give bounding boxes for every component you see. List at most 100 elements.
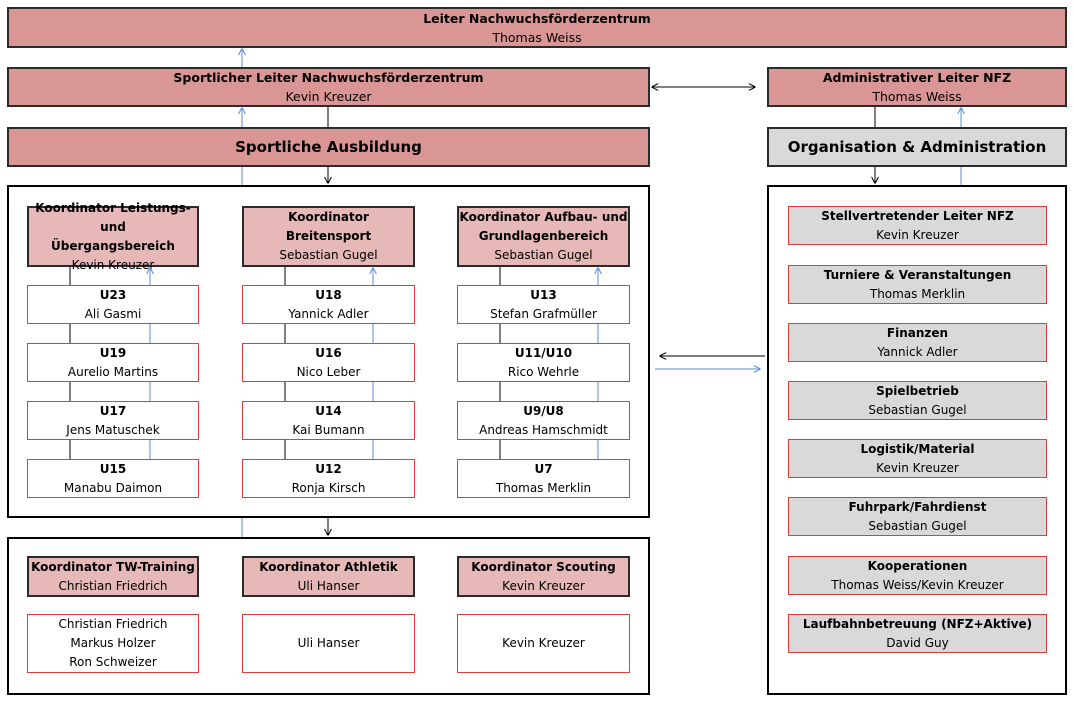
member-name: Kevin Kreuzer xyxy=(502,636,585,650)
coordinator-tw-box: Koordinator TW-Training Christian Friedr… xyxy=(27,556,199,597)
sportlicher-leiter-name: Kevin Kreuzer xyxy=(285,89,372,104)
coordinator-title-line: Koordinator Aufbau- und xyxy=(459,210,628,224)
member-name: Christian Friedrich xyxy=(58,617,168,631)
team-coach: Nico Leber xyxy=(296,364,361,379)
admin-leiter-title: Administrativer Leiter NFZ xyxy=(822,70,1012,85)
member-name: Ron Schweizer xyxy=(69,655,157,669)
organisation-label: Organisation & Administration xyxy=(787,137,1047,156)
admin-item-title: Turniere & Veranstaltungen xyxy=(823,267,1012,282)
coordinator-title-line: Koordinator Scouting xyxy=(471,559,616,574)
coordinator-athletik-box: Koordinator Athletik Uli Hanser xyxy=(242,556,415,597)
leiter-nfz-name: Thomas Weiss xyxy=(492,29,582,45)
admin-leiter-box: Administrativer Leiter NFZ Thomas Weiss xyxy=(767,67,1067,107)
team-coach: Jens Matuschek xyxy=(66,422,160,437)
coordinator-title-line: Übergangsbereich xyxy=(51,238,175,253)
team-box: U23 Ali Gasmi xyxy=(27,285,199,324)
team-box: U17 Jens Matuschek xyxy=(27,401,199,440)
admin-item-name: Thomas Merklin xyxy=(869,286,966,301)
organisation-header: Organisation & Administration xyxy=(767,127,1067,167)
coordinator-title-line: Breitensport xyxy=(285,229,372,243)
team-coach: Yannick Adler xyxy=(288,306,369,321)
admin-item-name: Sebastian Gugel xyxy=(868,518,967,533)
admin-leiter-name: Thomas Weiss xyxy=(872,89,962,104)
coordinator-name: Kevin Kreuzer xyxy=(71,257,155,272)
team-box: U7 Thomas Merklin xyxy=(457,459,630,498)
team-label: U11/U10 xyxy=(514,345,573,360)
admin-item-name: Kevin Kreuzer xyxy=(876,460,959,475)
team-coach: Andreas Hamschmidt xyxy=(479,422,608,437)
team-coach: Ronja Kirsch xyxy=(291,480,366,495)
admin-item-title: Logistik/Material xyxy=(860,441,975,456)
coordinator-title-line: Koordinator xyxy=(288,210,369,224)
team-box: U13 Stefan Grafmüller xyxy=(457,285,630,324)
admin-item: Finanzen Yannick Adler xyxy=(788,323,1047,362)
coordinator-name: Christian Friedrich xyxy=(58,578,168,593)
coordinator-breitensport-box: Koordinator Breitensport Sebastian Gugel xyxy=(242,206,415,267)
team-box: U14 Kai Bumann xyxy=(242,401,415,440)
member-name: Markus Holzer xyxy=(70,636,156,650)
team-box: U19 Aurelio Martins xyxy=(27,343,199,382)
coordinator-title-line: Grundlagenbereich xyxy=(478,229,609,243)
team-coach: Stefan Grafmüller xyxy=(490,306,597,321)
leiter-nfz-box: Leiter Nachwuchsförderzentrum Thomas Wei… xyxy=(7,7,1067,48)
team-label: U14 xyxy=(315,403,342,418)
team-label: U13 xyxy=(530,287,557,302)
admin-item-name: David Guy xyxy=(886,635,949,650)
sportlicher-leiter-title: Sportlicher Leiter Nachwuchsförderzentru… xyxy=(173,70,484,85)
admin-item-title: Finanzen xyxy=(886,325,949,340)
team-label: U15 xyxy=(99,461,127,476)
coordinator-title-line: Koordinator Athletik xyxy=(259,559,398,574)
team-coach: Thomas Merklin xyxy=(495,480,592,495)
admin-item: Turniere & Veranstaltungen Thomas Merkli… xyxy=(788,265,1047,304)
team-label: U7 xyxy=(534,461,553,476)
coordinator-name: Kevin Kreuzer xyxy=(502,578,585,593)
admin-item: Stellvertretender Leiter NFZ Kevin Kreuz… xyxy=(788,206,1047,245)
team-label: U19 xyxy=(99,345,127,360)
team-box: U11/U10 Rico Wehrle xyxy=(457,343,630,382)
admin-item-title: Spielbetrieb xyxy=(876,383,959,398)
coordinator-scouting-box: Koordinator Scouting Kevin Kreuzer xyxy=(457,556,630,597)
admin-item-name: Kevin Kreuzer xyxy=(876,227,959,242)
admin-item: Kooperationen Thomas Weiss/Kevin Kreuzer xyxy=(788,556,1047,595)
tw-members-box: Christian Friedrich Markus Holzer Ron Sc… xyxy=(27,614,199,673)
admin-item: Fuhrpark/Fahrdienst Sebastian Gugel xyxy=(788,497,1047,536)
team-coach: Kai Bumann xyxy=(292,422,365,437)
team-label: U18 xyxy=(315,287,342,302)
sportliche-ausbildung-header: Sportliche Ausbildung xyxy=(7,127,650,167)
admin-item-name: Sebastian Gugel xyxy=(868,402,967,417)
team-coach: Manabu Daimon xyxy=(63,480,163,495)
coordinator-title-line: Koordinator TW-Training xyxy=(31,559,195,574)
admin-item: Laufbahnbetreuung (NFZ+Aktive) David Guy xyxy=(788,614,1047,653)
admin-item: Spielbetrieb Sebastian Gugel xyxy=(788,381,1047,420)
team-box: U12 Ronja Kirsch xyxy=(242,459,415,498)
admin-item-name: Thomas Weiss/Kevin Kreuzer xyxy=(831,577,1004,592)
team-label: U9/U8 xyxy=(523,403,564,418)
admin-item-title: Fuhrpark/Fahrdienst xyxy=(848,499,987,514)
sportlicher-leiter-box: Sportlicher Leiter Nachwuchsförderzentru… xyxy=(7,67,650,107)
team-coach: Rico Wehrle xyxy=(507,364,580,379)
admin-item-name: Yannick Adler xyxy=(877,344,958,359)
admin-item-title: Laufbahnbetreuung (NFZ+Aktive) xyxy=(802,616,1033,631)
team-label: U23 xyxy=(99,287,127,302)
athletik-members-box: Uli Hanser xyxy=(242,614,415,673)
team-label: U16 xyxy=(315,345,342,360)
team-box: U15 Manabu Daimon xyxy=(27,459,199,498)
team-coach: Ali Gasmi xyxy=(84,306,142,321)
team-box: U9/U8 Andreas Hamschmidt xyxy=(457,401,630,440)
sportliche-ausbildung-label: Sportliche Ausbildung xyxy=(235,137,422,156)
coordinator-leistung-box: Koordinator Leistungs- und Übergangsbere… xyxy=(27,201,199,272)
scouting-members-box: Kevin Kreuzer xyxy=(457,614,630,673)
team-box: U16 Nico Leber xyxy=(242,343,415,382)
coordinator-name: Sebastian Gugel xyxy=(279,248,378,262)
admin-item: Logistik/Material Kevin Kreuzer xyxy=(788,439,1047,478)
team-label: U12 xyxy=(315,461,342,476)
coordinator-name: Uli Hanser xyxy=(297,578,360,593)
team-coach: Aurelio Martins xyxy=(67,364,159,379)
admin-item-title: Kooperationen xyxy=(867,558,968,573)
team-box: U18 Yannick Adler xyxy=(242,285,415,324)
coordinator-title-line: Koordinator Leistungs- und xyxy=(35,200,191,234)
team-label: U17 xyxy=(99,403,127,418)
coordinator-name: Sebastian Gugel xyxy=(494,248,593,262)
member-name: Uli Hanser xyxy=(297,636,360,650)
leiter-nfz-title: Leiter Nachwuchsförderzentrum xyxy=(423,10,651,26)
